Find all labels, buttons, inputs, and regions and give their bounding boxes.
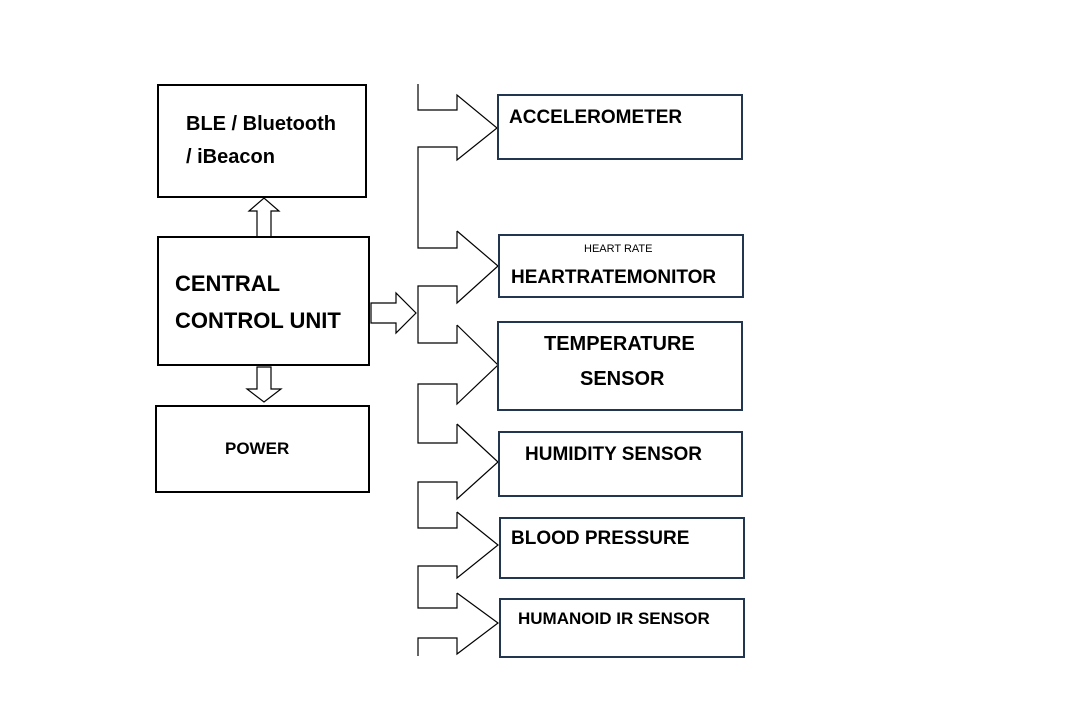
arrow-to-humidity (417, 423, 499, 529)
ble-label-line2: / iBeacon (186, 146, 275, 168)
ble-label-line1: BLE / Bluetooth (186, 113, 336, 135)
arrow-to-heart-rate (417, 230, 499, 344)
humidity-label: HUMIDITY SENSOR (525, 444, 703, 465)
humidity-sensor-block (498, 431, 743, 497)
ble-block (157, 84, 367, 198)
humanoid-ir-label: HUMANOID IR SENSOR (518, 609, 710, 628)
humanoid-ir-sensor-block (499, 598, 745, 658)
arrow-to-temperature (417, 324, 499, 444)
arrow-right-to-bus (370, 291, 417, 335)
heart-rate-monitor-block (498, 234, 744, 298)
temperature-label-line2: SENSOR (580, 368, 665, 390)
arrow-up-to-ble (247, 197, 281, 239)
arrow-to-humanoid-ir (417, 592, 500, 656)
accelerometer-label: ACCELEROMETER (509, 107, 683, 128)
blood-pressure-label: BLOOD PRESSURE (511, 528, 690, 549)
temperature-sensor-block (497, 321, 743, 411)
ccu-label-line1: CENTRAL (175, 271, 281, 296)
arrow-down-to-power (245, 366, 283, 403)
temperature-label-line1: TEMPERATURE (544, 333, 695, 355)
accelerometer-block (497, 94, 743, 160)
ccu-label-line2: CONTROL UNIT (175, 308, 341, 333)
arrow-to-blood-pressure (417, 511, 499, 609)
power-label: POWER (225, 439, 290, 458)
power-block (155, 405, 370, 493)
central-control-unit-block (157, 236, 370, 366)
arrow-to-accelerometer (417, 84, 498, 249)
heart-rate-monitor-label: HEARTRATEMONITOR (511, 267, 717, 288)
blood-pressure-block (499, 517, 745, 579)
heart-rate-small-label: HEART RATE (584, 243, 653, 255)
